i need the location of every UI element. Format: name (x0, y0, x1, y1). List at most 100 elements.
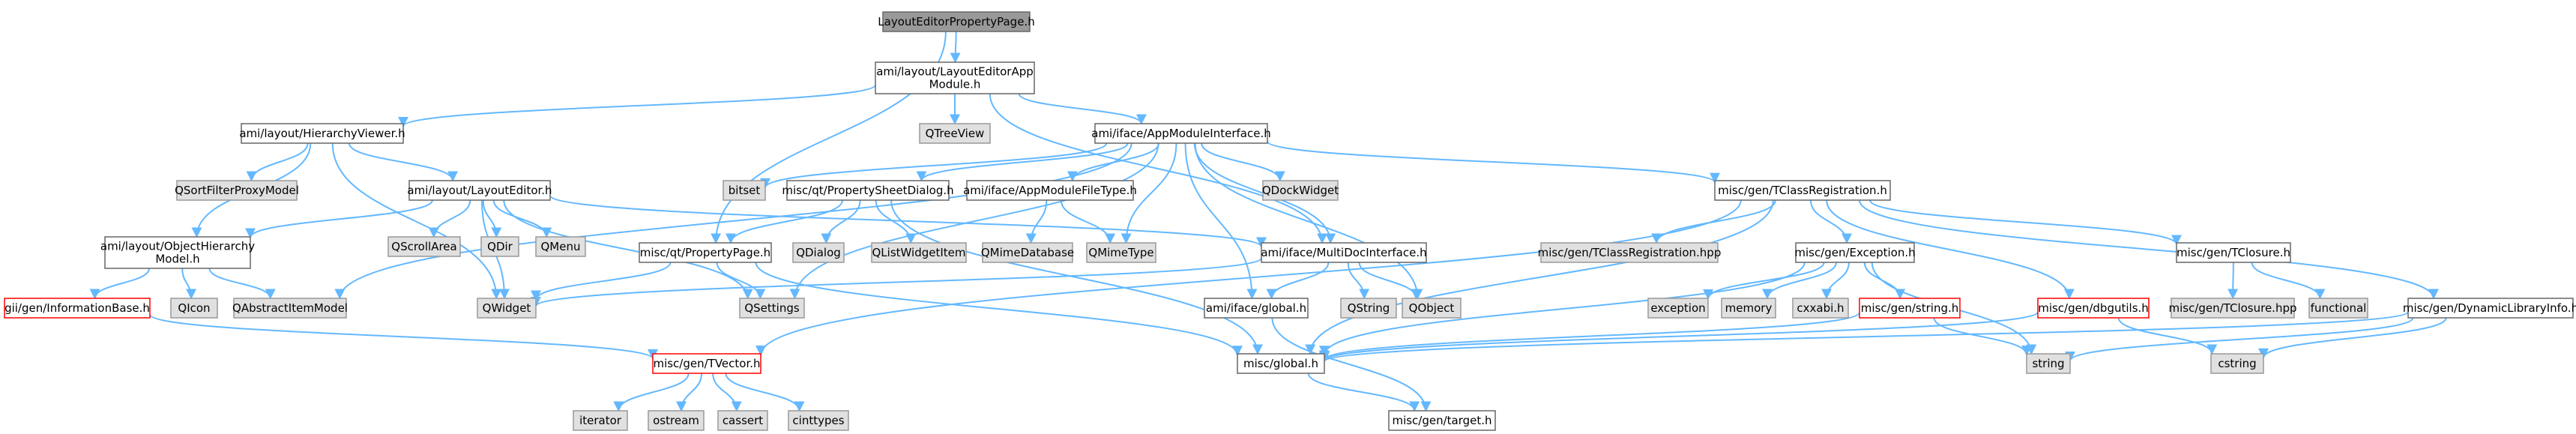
node-box-string (2026, 353, 2071, 374)
node-exception[interactable]: misc/gen/Exception.h (1794, 242, 1916, 263)
node-tclassreg[interactable]: misc/gen/TClassRegistration.h (1714, 180, 1891, 201)
node-propsheet[interactable]: misc/qt/PropertySheetDialog.h (782, 180, 954, 201)
node-box-qsettings (739, 298, 805, 319)
edge-hierviewer-to-layouteditor (348, 142, 459, 182)
node-filetype[interactable]: ami/iface/AppModuleFileType.h (963, 180, 1137, 201)
node-ostream: ostream (648, 410, 705, 431)
node-box-root (882, 11, 1031, 32)
node-label-cstring: cstring (2218, 357, 2256, 370)
node-label-propsheet: misc/qt/PropertySheetDialog.h (782, 184, 953, 197)
node-exceptionstd: exception (1647, 298, 1709, 319)
edge-tclassreg-to-miscglobal (1305, 199, 1774, 355)
node-box-bitset (723, 180, 766, 201)
edge-dynlib-to-cstring (2258, 317, 2447, 359)
node-qobject: QObject (1402, 298, 1462, 319)
node-label-qmimetype: QMimeType (1088, 246, 1153, 259)
node-layouteditor[interactable]: ami/layout/LayoutEditor.h (407, 180, 552, 201)
node-label-qicon: QIcon (178, 301, 210, 315)
node-qdockwidget: QDockWidget (1262, 180, 1339, 201)
node-qsettings: QSettings (739, 298, 805, 319)
edge-appmodule-to-appmoduleiface (1018, 93, 1147, 125)
node-proppage[interactable]: misc/qt/PropertyPage.h (639, 242, 772, 263)
edge-dbgutils-to-miscglobal (1319, 311, 2039, 362)
node-iterator: iterator (573, 410, 628, 431)
node-bitset: bitset (723, 180, 766, 201)
node-box-qmimetype (1086, 242, 1156, 263)
edge-filetype-to-qmimedb (1025, 199, 1048, 244)
edge-multidoc-to-qobject (1358, 262, 1422, 300)
edge-propsheet-to-qlistwidget (875, 199, 917, 244)
edge-proppage-to-qsettings (716, 262, 766, 300)
edge-tclassreg-to-tclosure (1869, 199, 2182, 246)
edge-dynlib-to-miscglobal (1319, 311, 2409, 363)
node-box-appmodule (875, 61, 1035, 94)
edge-miscglobal-to-target (1307, 373, 1420, 412)
node-box-qlistwidget (871, 242, 967, 263)
edge-proppage-to-qwidget (531, 262, 672, 301)
node-box-ostream (648, 410, 705, 431)
dependency-edges (89, 31, 2447, 412)
edge-genstring-to-miscglobal (1319, 312, 1860, 361)
node-box-qsortfilter (176, 180, 298, 201)
node-box-cxxabi (1792, 298, 1849, 319)
node-tclosure[interactable]: misc/gen/TClosure.h (2176, 242, 2291, 263)
node-label-qtreeview: QTreeView (926, 127, 985, 140)
node-label-bitset: bitset (729, 184, 761, 197)
edge-layouteditor-to-multidoc (549, 194, 1267, 248)
edge-hierviewer-to-qwidget (331, 142, 502, 300)
node-label-ifaceglobal: ami/iface/global.h (1206, 301, 1306, 315)
node-multidoc[interactable]: ami/iface/MultiDocInterface.h (1261, 242, 1427, 263)
node-target[interactable]: misc/gen/target.h (1388, 410, 1496, 431)
node-box-target (1388, 410, 1496, 431)
edge-propsheet-to-miscglobal (890, 199, 1263, 355)
edge-layouteditor-to-objhier (245, 199, 433, 239)
node-dynlib[interactable]: misc/gen/DynamicLibraryInfo.h (2403, 298, 2576, 319)
node-label-qscrollarea: QScrollArea (391, 240, 456, 253)
node-miscglobal[interactable]: misc/global.h (1237, 353, 1325, 374)
node-label-tclassreg: misc/gen/TClassRegistration.h (1718, 184, 1887, 197)
node-box-qstring (1340, 298, 1397, 319)
edge-exception-to-cxxabi (1821, 262, 1850, 300)
edge-appmoduleiface-to-qmimetype (1120, 142, 1177, 244)
edge-exception-to-exceptionstd (1703, 262, 1825, 300)
node-box-qmimedb (982, 242, 1073, 263)
node-box-cassert (717, 410, 768, 431)
node-box-iterator (573, 410, 628, 431)
node-root[interactable]: LayoutEditorPropertyPage.h (878, 11, 1035, 32)
node-appmoduleiface[interactable]: ami/iface/AppModuleInterface.h (1091, 123, 1271, 144)
node-box-qobject (1402, 298, 1462, 319)
edge-tvector-to-cinttypes (725, 373, 805, 412)
edge-layouteditor-to-qscrollarea (428, 199, 471, 238)
node-label-ostream: ostream (653, 414, 699, 427)
edge-appmodule-to-hierviewer (398, 84, 876, 127)
node-qmimetype: QMimeType (1086, 242, 1156, 263)
node-box-genstring (1859, 298, 1961, 319)
node-label-cinttypes: cinttypes (792, 414, 844, 427)
node-box-objhier (104, 236, 251, 269)
edge-tclassreg-to-dbgutils (1826, 199, 2075, 300)
edge-appmoduleiface-to-bitset (760, 142, 1108, 189)
node-label-cassert: cassert (723, 414, 763, 427)
edge-layouteditor-to-qdir (482, 199, 502, 238)
node-hierviewer[interactable]: ami/layout/HierarchyViewer.h (239, 123, 405, 144)
node-box-hierviewer (241, 123, 404, 144)
node-box-multidoc (1261, 242, 1427, 263)
node-box-filetype (966, 180, 1134, 201)
node-ifaceglobal[interactable]: ami/iface/global.h (1204, 298, 1309, 319)
edge-appmoduleiface-to-qdockwidget (1201, 142, 1285, 182)
edge-layouteditor-to-qmenu (492, 199, 552, 238)
node-box-ifaceglobal (1204, 298, 1309, 319)
node-box-memory (1721, 298, 1776, 319)
node-box-tclassreghpp (1540, 242, 1719, 263)
edge-multidoc-to-qwidget (531, 257, 1262, 307)
edge-tclassreg-to-dynlib (1859, 199, 2439, 300)
edge-objhier-to-qicon (181, 268, 197, 300)
edge-layouteditor-to-qsettings (503, 199, 753, 300)
edge-appmoduleiface-to-qsettings (789, 142, 1159, 300)
node-label-iterator: iterator (579, 414, 622, 427)
node-label-filetype: ami/iface/AppModuleFileType.h (963, 184, 1137, 197)
node-label-infobase: gii/gen/InformationBase.h (4, 301, 150, 315)
